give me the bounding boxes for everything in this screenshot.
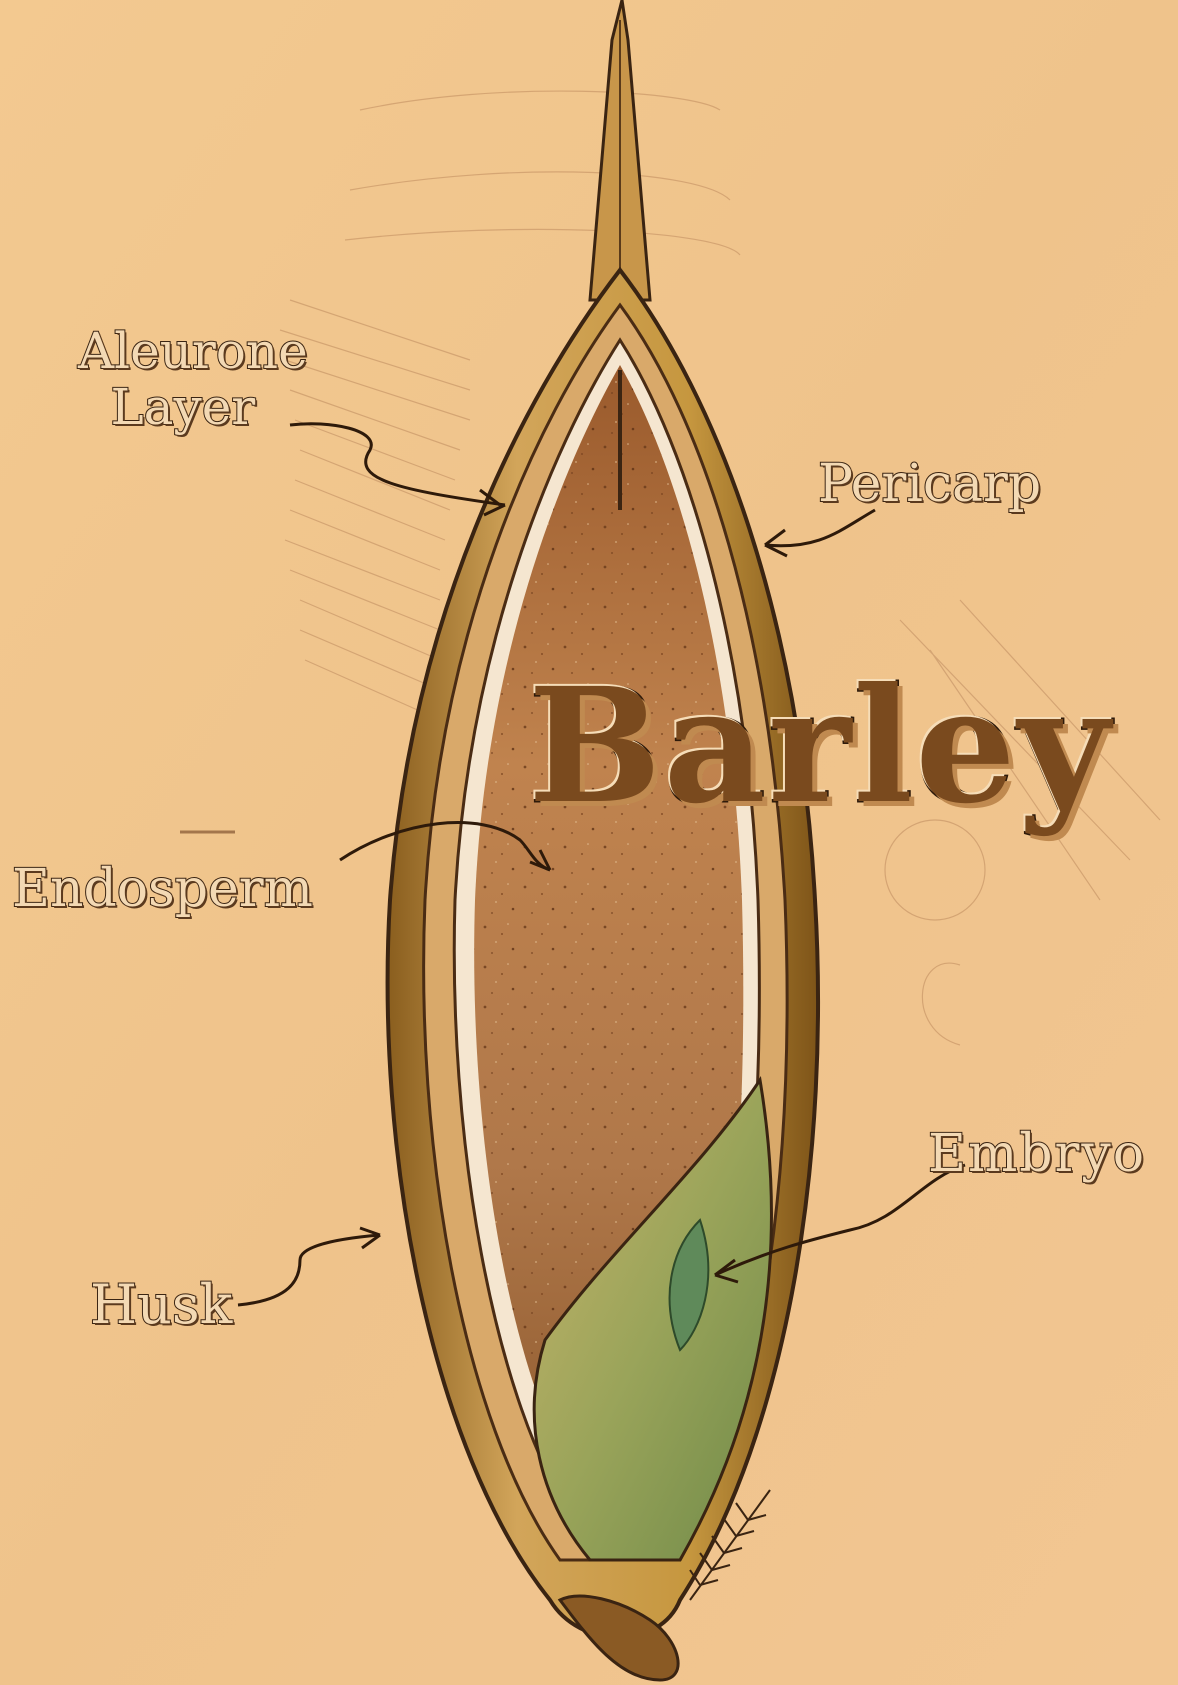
label-aleurone-layer: Aleurone Layer	[78, 326, 308, 432]
label-aleurone-line2: Layer	[58, 382, 308, 432]
label-endosperm: Endosperm	[12, 863, 313, 915]
label-aleurone-line1: Aleurone	[78, 326, 308, 376]
label-pericarp: Pericarp	[818, 458, 1041, 510]
label-embryo: Embryo	[928, 1128, 1146, 1180]
diagram-title: Barley	[528, 668, 1112, 826]
label-husk: Husk	[90, 1278, 232, 1332]
